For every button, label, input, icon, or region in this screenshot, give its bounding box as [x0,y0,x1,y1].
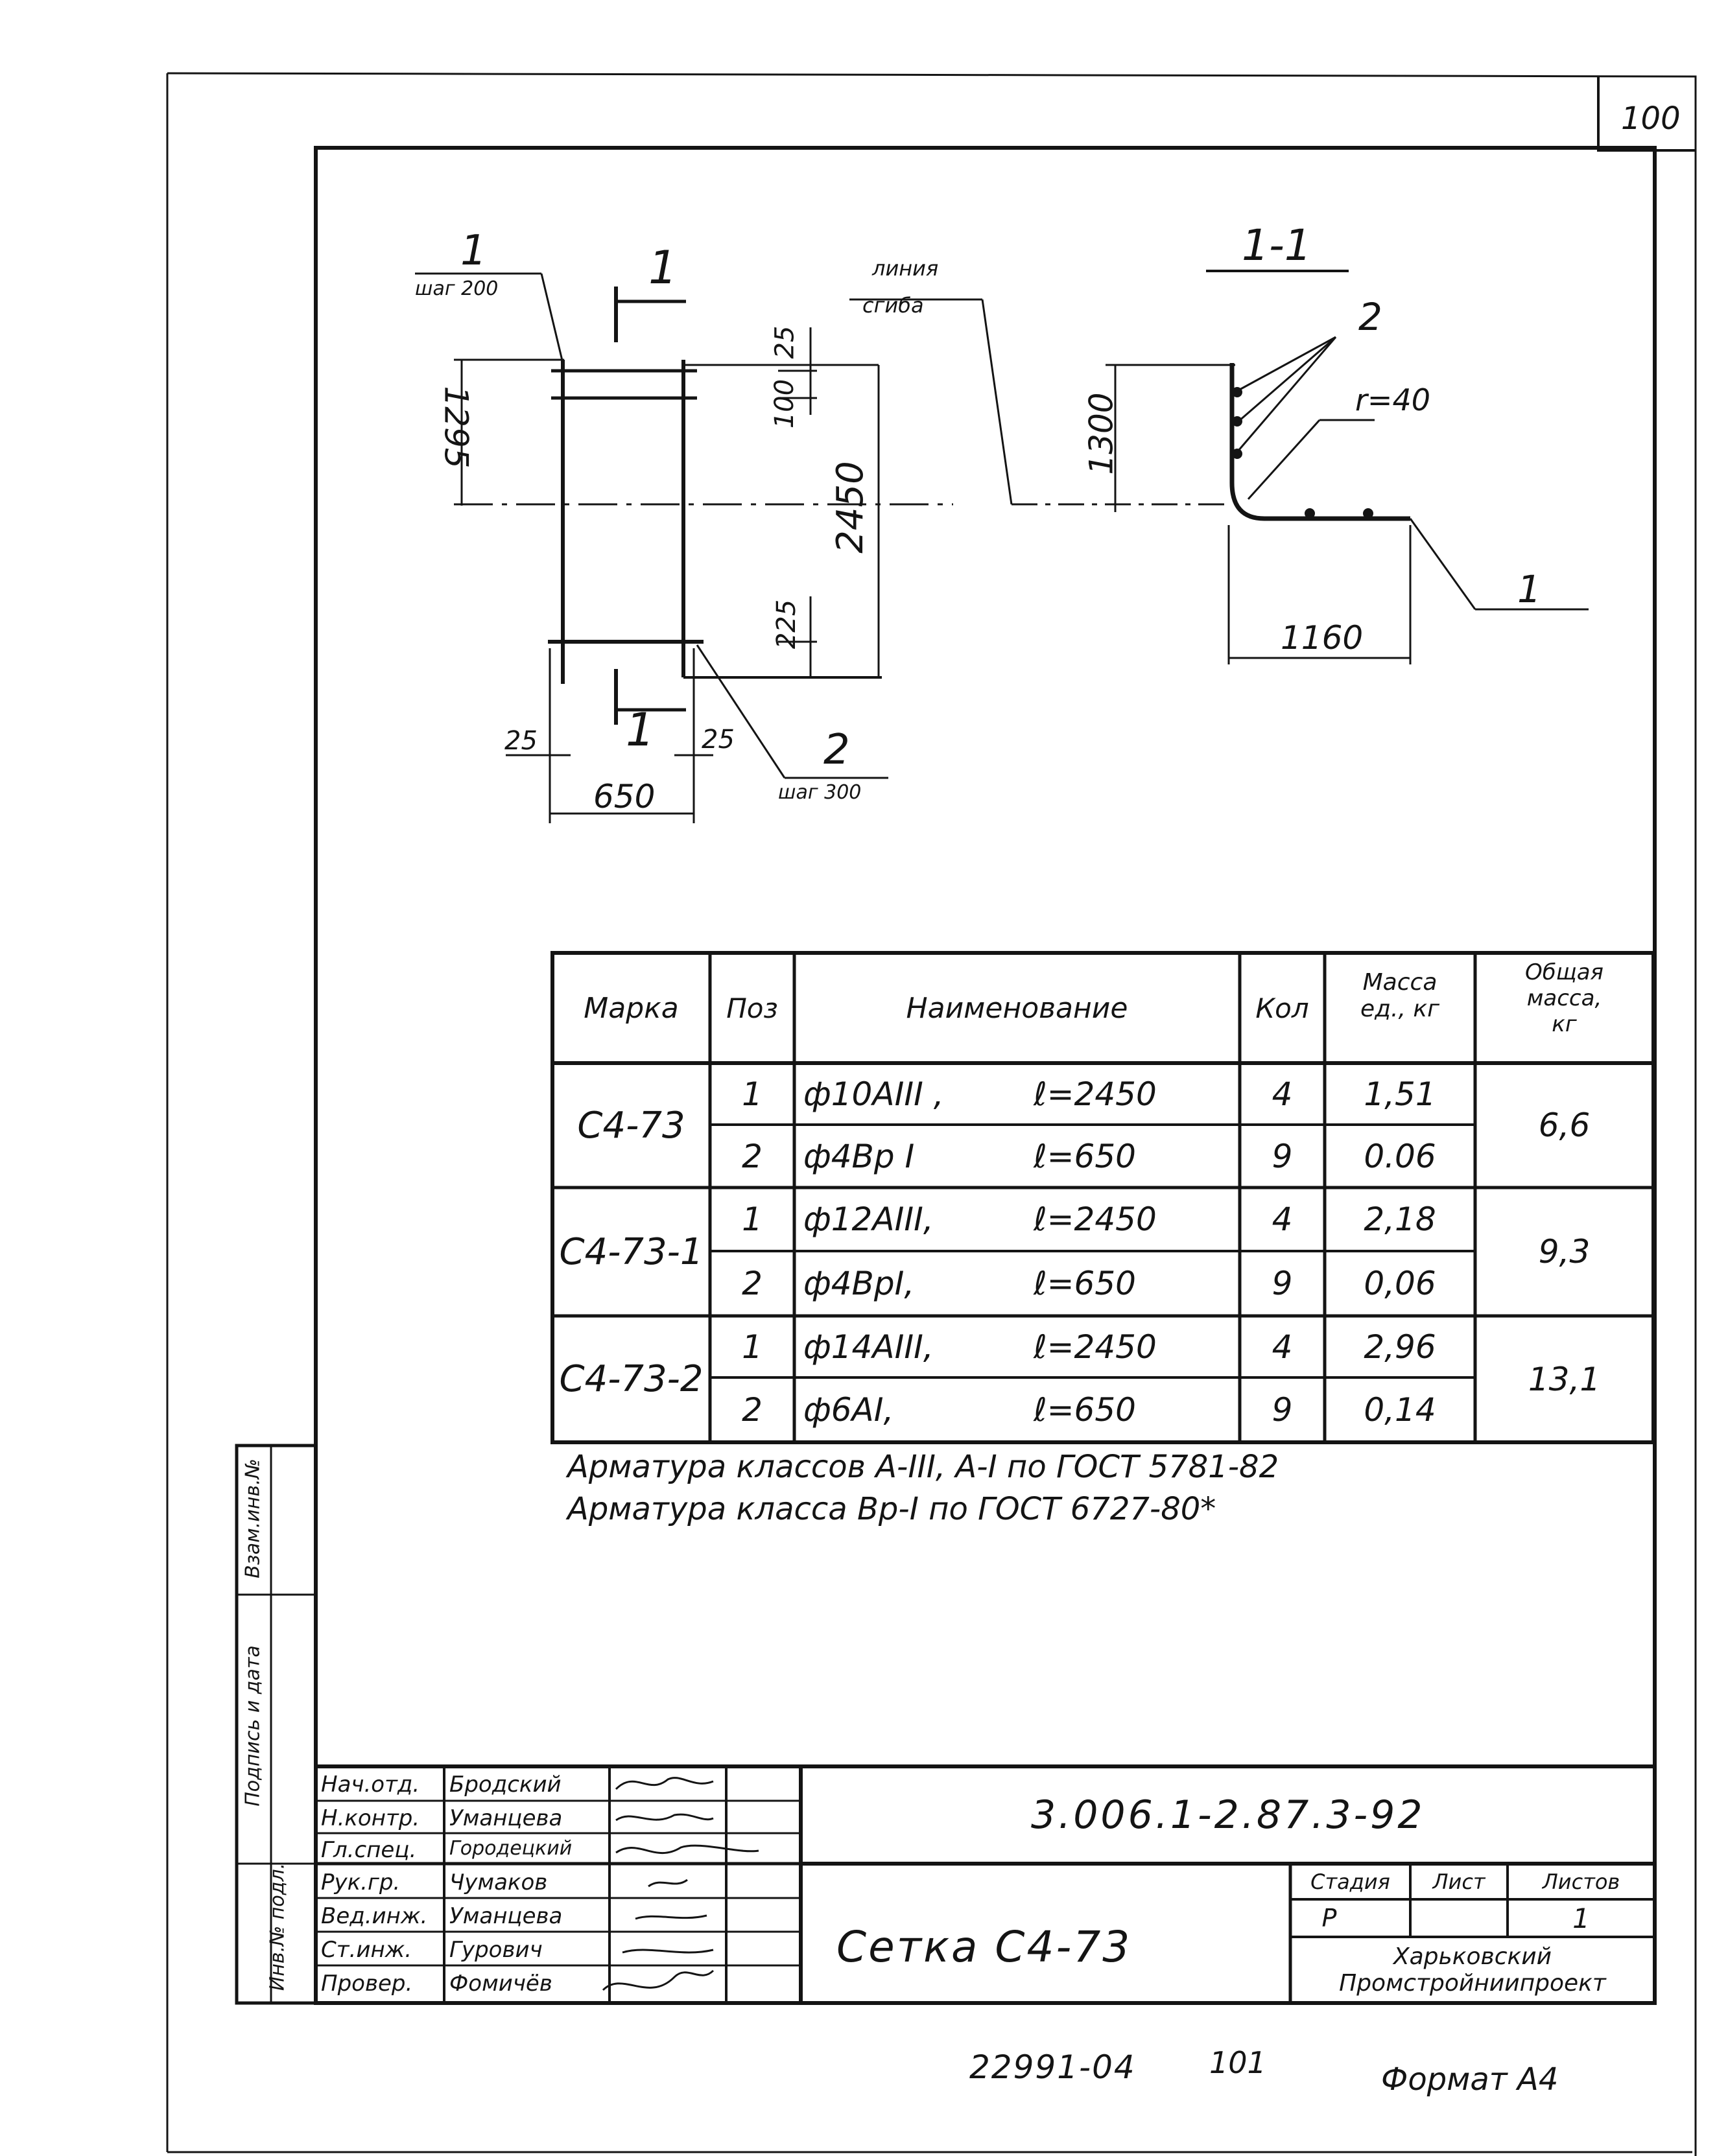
qty-cell: 4 [1272,1328,1293,1366]
sheets-label: Листов [1542,1869,1620,1894]
header-mark: Марка [584,991,679,1025]
header-unit-mass: Масса ед., кг [1360,969,1440,1022]
page-number: 100 [1621,100,1681,137]
dim-225: 225 [772,599,802,650]
unit-mass-cell: 2,96 [1364,1328,1436,1366]
pos-cell: 1 [742,1075,763,1113]
dim-650: 650 [593,778,656,815]
stamp-name: Чумаков [449,1869,548,1895]
length-cell: ℓ=2450 [1034,1075,1157,1113]
header-name: Наименование [906,991,1128,1025]
header-pos: Поз [726,992,778,1024]
qty-cell: 9 [1272,1265,1293,1302]
callout-2-label: 2 [823,726,850,774]
mark-cell: С4-73-2 [559,1358,704,1400]
stamp-name: Уманцева [449,1805,563,1831]
callout-1-step: шаг 200 [415,277,499,300]
pos-cell: 1 [742,1328,763,1366]
total-mass-cell: 13,1 [1528,1360,1601,1398]
name-cell: ф10АIII , [803,1075,944,1113]
dim-100: 100 [770,379,800,429]
length-cell: ℓ=650 [1034,1137,1136,1175]
bend-line-label-2: сгиба [862,293,924,318]
stamp-name: Фомичёв [449,1971,552,1997]
stamp-role: Н.контр. [321,1805,420,1831]
dim-25-right: 25 [702,725,735,755]
note-line-1: Арматура классов А-III, А-I по ГОСТ 5781… [567,1449,1279,1485]
mark-cell: С4-73-1 [559,1230,704,1273]
name-cell: ф12АIII, [803,1201,934,1238]
total-mass-cell: 9,3 [1538,1233,1591,1271]
unit-mass-cell: 2,18 [1364,1201,1436,1238]
name-cell: ф4Вр I [803,1137,915,1175]
length-cell: ℓ=650 [1034,1265,1136,1302]
qty-cell: 9 [1272,1137,1293,1175]
footer-page: 101 [1209,2045,1266,2080]
header-total-mass: Общая масса, кг [1524,959,1604,1037]
qty-cell: 9 [1272,1391,1293,1429]
stamp-name: Бродский [449,1772,562,1798]
qty-cell: 4 [1272,1201,1293,1238]
section-pos-2: 2 [1358,295,1382,339]
dim-1160: 1160 [1281,619,1364,657]
unit-mass-cell: 0.06 [1364,1137,1436,1175]
name-cell: ф14АIII, [803,1328,934,1366]
dim-1295: 1295 [437,386,475,469]
bend-line-label-1: линия [872,256,939,281]
total-mass-cell: 6,6 [1538,1107,1591,1144]
archive-number: 22991-04 [969,2048,1136,2086]
stage-label: Стадия [1310,1869,1390,1894]
header-qty: Кол [1255,992,1309,1024]
doc-code: 3.006.1-2.87.3-92 [1031,1792,1425,1838]
stamp-role: Вед.инж. [321,1903,428,1929]
section-title: 1-1 [1242,220,1312,270]
dim-1300: 1300 [1082,392,1120,475]
note-line-2: Арматура класса Вр-I по ГОСТ 6727-80* [567,1491,1216,1527]
drawing-title: Сетка С4-73 [836,1922,1132,1972]
callout-1-label: 1 [460,227,487,275]
stamp-name: Городецкий [449,1837,573,1860]
section-radius: r=40 [1355,382,1430,417]
section-mark-top: 1 [648,241,678,294]
stamp-role: Нач.отд. [321,1772,420,1798]
pos-cell: 2 [742,1391,763,1429]
sheet-label: Лист [1432,1869,1485,1894]
length-cell: ℓ=2450 [1034,1328,1157,1366]
section-mark-bottom: 1 [626,703,655,756]
pos-cell: 2 [742,1137,763,1175]
unit-mass-cell: 1,51 [1364,1075,1436,1113]
side-stamp-signature-date: Подпись и дата [241,1645,265,1807]
pos-cell: 2 [742,1265,763,1302]
stamp-role: Провер. [321,1971,413,1997]
stamp-name: Гурович [449,1937,543,1963]
dim-25-top: 25 [770,325,800,359]
callout-2-step: шаг 300 [778,781,862,804]
sheet-format: Формат А4 [1381,2061,1559,2098]
mark-cell: С4-73 [577,1104,685,1147]
name-cell: ф4ВрI, [803,1265,915,1302]
sheets-value: 1 [1572,1902,1590,1934]
stamp-role: Ст.инж. [321,1937,412,1963]
side-stamp-replaced-inv: Взам.инв.№ [241,1459,265,1578]
organization: Харьковский Промстройниипроект [1339,1943,1606,1997]
stamp-role: Рук.гр. [321,1869,401,1895]
section-pos-1: 1 [1517,567,1541,611]
dim-25-left: 25 [504,726,538,756]
length-cell: ℓ=650 [1034,1391,1136,1429]
stage-value: Р [1321,1904,1337,1932]
name-cell: ф6АI, [803,1391,894,1429]
length-cell: ℓ=2450 [1034,1201,1157,1238]
dim-2450: 2450 [829,461,871,554]
qty-cell: 4 [1272,1075,1293,1113]
stamp-role: Гл.спец. [321,1837,417,1863]
pos-cell: 1 [742,1201,763,1238]
unit-mass-cell: 0,14 [1364,1391,1436,1429]
side-stamp-inv-no: Инв.№ подл. [266,1862,289,1991]
unit-mass-cell: 0,06 [1364,1265,1436,1302]
stamp-name: Уманцева [449,1903,563,1929]
